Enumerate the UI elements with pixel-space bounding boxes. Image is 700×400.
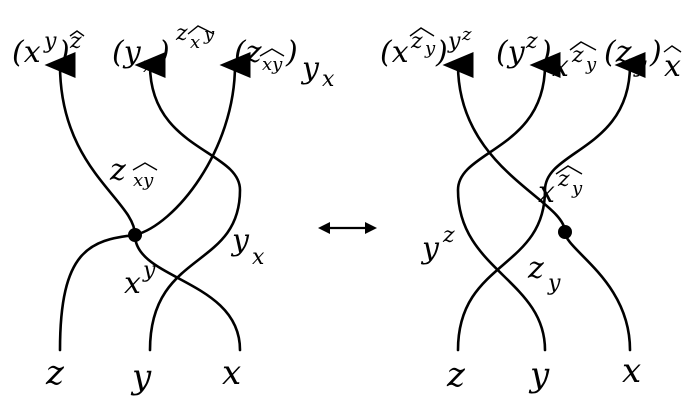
left-bottom-y: y <box>130 357 152 397</box>
right-top-left-label: (x z y ) y z <box>380 24 472 70</box>
svg-text:z: z <box>410 29 423 54</box>
left-strand-x <box>44 51 242 352</box>
svg-text:z: z <box>442 223 455 248</box>
svg-text:(y: (y <box>496 35 526 70</box>
svg-text:(x: (x <box>380 35 409 70</box>
double-arrow <box>318 222 377 234</box>
svg-text:x: x <box>322 67 335 92</box>
left-bottom-x: x <box>222 353 241 393</box>
svg-text:y: y <box>230 223 250 258</box>
right-crossing-dot <box>558 225 572 239</box>
svg-text:x: x <box>190 32 200 53</box>
svg-text:(x: (x <box>12 35 41 70</box>
svg-text:x: x <box>552 49 569 84</box>
left-strand-y <box>134 51 242 352</box>
svg-text:y: y <box>203 24 215 45</box>
left-label-y-sub-x: y x <box>230 223 265 270</box>
svg-text:(z: (z <box>234 35 262 70</box>
svg-text:): ) <box>285 35 298 70</box>
svg-text:x: x <box>252 245 265 270</box>
svg-text:y: y <box>424 38 436 59</box>
svg-text:z: z <box>461 24 472 45</box>
svg-text:x: x <box>143 53 156 78</box>
svg-text:xy: xy <box>133 170 154 191</box>
right-bottom-y: y <box>528 355 550 395</box>
right-bottom-x: x <box>622 351 641 391</box>
svg-text:(z: (z <box>604 35 632 70</box>
right-strand-z <box>456 52 646 352</box>
svg-text:y: y <box>142 258 156 283</box>
right-label-x-sup-zy: x z y <box>538 165 583 210</box>
right-label-y-sup-z: y z <box>420 223 455 266</box>
left-strand-z <box>58 52 251 352</box>
left-top-right-label: (z xy ) y x <box>234 35 335 92</box>
svg-text:y: y <box>43 29 57 54</box>
svg-text:z: z <box>525 29 538 54</box>
svg-text:y: y <box>547 271 561 296</box>
right-top-right-label: (z y ) x <box>604 35 682 84</box>
svg-text:z: z <box>109 153 126 188</box>
left-label-x-sup-y: x y <box>124 258 156 301</box>
svg-text:): ) <box>57 35 70 70</box>
svg-text:x: x <box>538 175 555 210</box>
right-strand-y <box>456 52 561 352</box>
right-braid <box>442 51 646 352</box>
svg-text:y: y <box>420 231 440 266</box>
svg-text:y: y <box>633 53 647 78</box>
left-bottom-z: z <box>45 353 65 393</box>
svg-text:y: y <box>571 178 583 199</box>
left-crossing-dot <box>128 228 142 242</box>
svg-text:(y: (y <box>112 35 142 70</box>
right-top-middle-label: (y z ) x z y <box>496 29 597 84</box>
svg-text:): ) <box>435 35 448 70</box>
left-top-left-label: (x y ) z <box>12 29 85 70</box>
svg-text:): ) <box>539 35 552 70</box>
hat-mark <box>132 162 158 171</box>
svg-text:z: z <box>571 43 584 68</box>
left-braid <box>44 51 251 352</box>
svg-text:): ) <box>649 35 662 70</box>
svg-text:y: y <box>585 54 597 75</box>
right-bottom-z: z <box>446 355 466 395</box>
svg-text:x: x <box>664 49 681 84</box>
svg-text:z: z <box>527 251 544 286</box>
svg-text:y: y <box>300 51 320 86</box>
left-top-middle-label: (y x ) z x y <box>112 21 215 78</box>
svg-text:z: z <box>557 167 570 192</box>
svg-text:x: x <box>124 266 141 301</box>
left-label-z-sub-xy: z xy <box>109 153 158 191</box>
right-label-z-sub-y: z y <box>527 251 561 296</box>
svg-text:xy: xy <box>262 54 283 75</box>
svg-text:y: y <box>447 29 461 54</box>
svg-text:): ) <box>157 35 170 70</box>
svg-text:z: z <box>175 21 188 46</box>
